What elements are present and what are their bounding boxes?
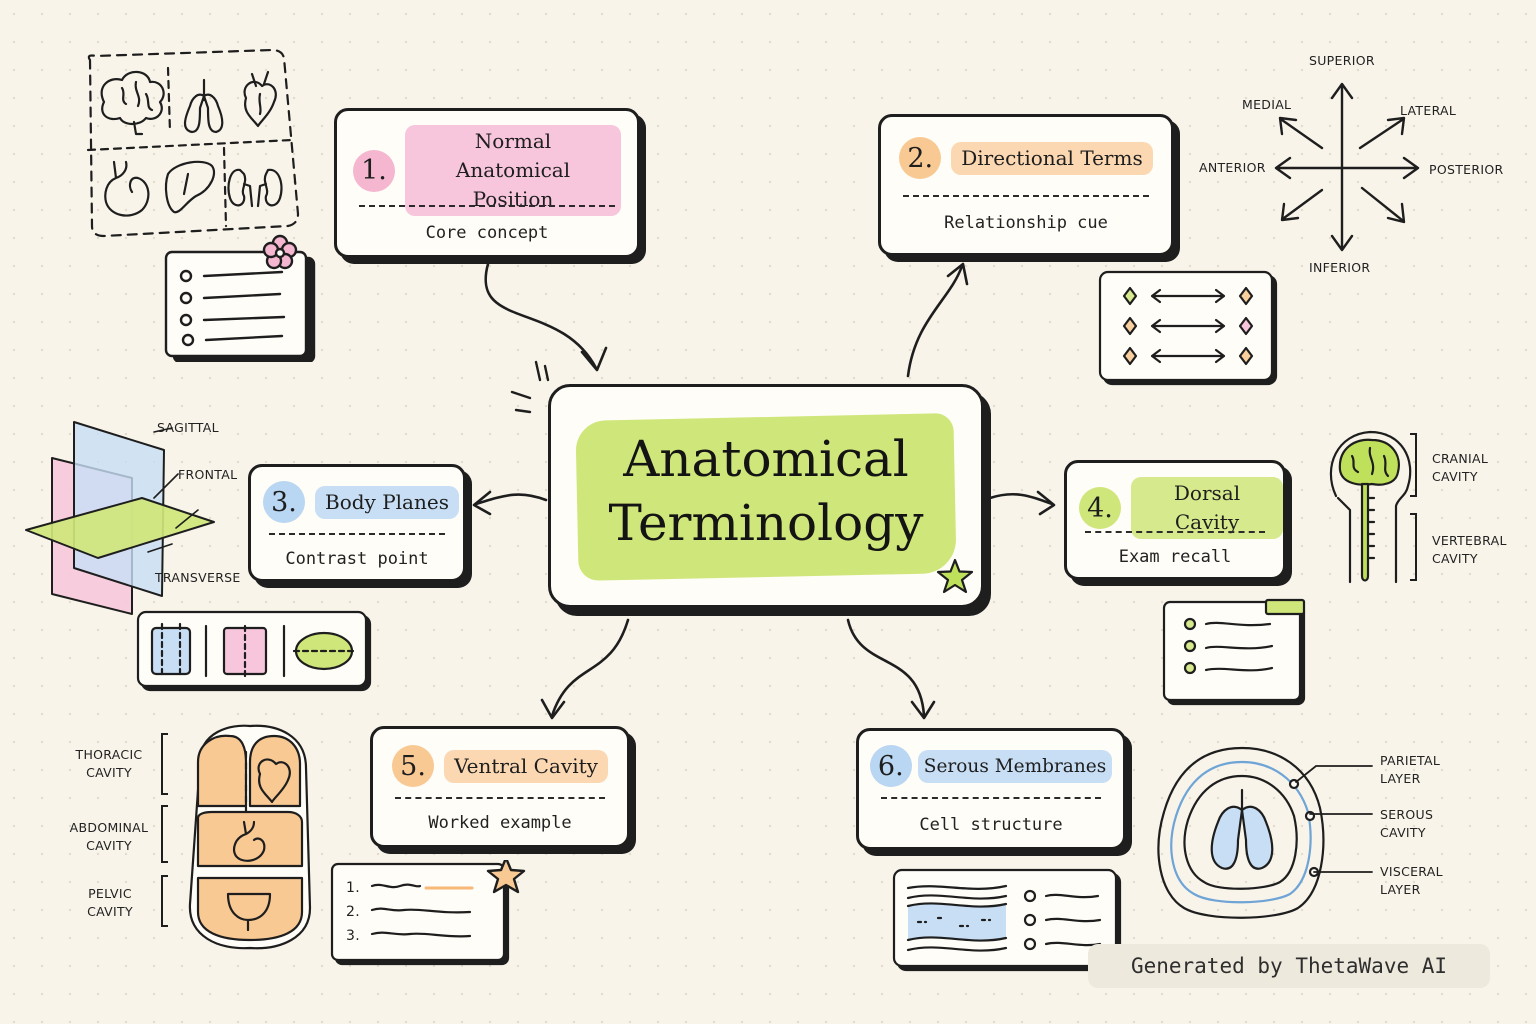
ventral-cavity-illustration [188,724,312,950]
label-posterior: POSTERIOR [1429,162,1504,177]
topic-card-body-planes[interactable]: 3. Body Planes Contrast point [248,464,466,582]
label-anterior: ANTERIOR [1199,160,1266,175]
topic-title: Body Planes [315,485,459,519]
brain-icon [100,70,165,136]
label-visceral-layer: VISCERAL LAYER [1380,864,1443,897]
topic-card-dorsal-cavity[interactable]: 4. Dorsal Cavity Exam recall [1064,460,1286,580]
label-sagittal: SAGITTAL [157,420,219,435]
topic-subtitle: Contrast point [285,549,429,569]
direction-compass [1274,82,1420,252]
heart-icon [243,70,277,128]
topic-card-directional-terms[interactable]: 2. Directional Terms Relationship cue [878,114,1174,256]
checklist-card [164,234,316,362]
topic-number: 4. [1079,487,1121,529]
dorsal-cavity-illustration [1329,430,1412,584]
label-vertebral-cavity: VERTEBRAL CAVITY [1432,533,1507,566]
topic-title: Dorsal Cavity [1131,477,1283,539]
topic-title: Ventral Cavity [444,749,608,783]
topic-number: 1. [353,149,395,192]
list-number-1: 1. [346,880,360,896]
organ-grid [86,48,300,238]
topic-title: Normal Anatomical Position [405,125,621,216]
arrow-to-5 [550,618,630,718]
topic-subtitle: Core concept [425,223,549,243]
topic-title: Serous Membranes [917,749,1113,783]
arrow-to-3 [474,493,548,506]
watermark: Generated by ThetaWave AI [1088,944,1490,988]
central-topic-card: Anatomical Terminology [548,384,984,608]
flower-icon [262,234,298,270]
label-frontal: FRONTAL [178,467,238,482]
topic-subtitle: Relationship cue [944,213,1108,233]
arrow-to-4 [988,492,1054,506]
ventral-brackets [161,733,168,927]
list-number-2: 2. [346,904,360,920]
serous-leader-lines [1295,765,1373,873]
star-icon [486,860,526,894]
liver-icon [164,160,216,214]
topic-card-ventral-cavity[interactable]: 5. Ventral Cavity Worked example [370,726,630,848]
label-lateral: LATERAL [1400,103,1457,118]
central-title: Anatomical Terminology [608,430,924,552]
kidneys-icon [227,168,283,208]
label-inferior: INFERIOR [1309,260,1371,275]
topic-number: 6. [869,745,912,787]
stomach-icon [104,160,150,217]
topic-number: 5. [392,745,435,787]
lungs-icon [183,78,224,134]
plane-thumbnails-card [136,610,372,692]
topic-number: 2. [899,137,942,179]
topic-card-normal-anatomical-position[interactable]: 1. Normal Anatomical Position Core conce… [334,108,640,258]
topic-subtitle: Cell structure [919,815,1063,835]
label-cranial-cavity: CRANIAL CAVITY [1432,451,1489,484]
label-medial: MEDIAL [1242,97,1292,112]
topic-card-serous-membranes[interactable]: 6. Serous Membranes Cell structure [856,728,1126,850]
star-icon [936,558,974,594]
list-number-3: 3. [346,928,360,944]
label-pelvic-cavity: PELVIC CAVITY [87,886,133,919]
heart-icon [257,758,291,804]
label-abdominal-cavity: ABDOMINAL CAVITY [69,820,149,853]
topic-subtitle: Worked example [428,813,572,833]
label-thoracic-cavity: THORACIC CAVITY [75,747,143,780]
topic-subtitle: Exam recall [1118,547,1232,567]
label-parietal-layer: PARIETAL LAYER [1380,753,1441,786]
direction-pairs-card [1098,270,1278,386]
arrow-to-center-from-1 [484,262,598,370]
label-transverse: TRANSVERSE [155,570,241,585]
dorsal-brackets [1410,433,1417,581]
topic-number: 3. [263,481,305,523]
topic-title: Directional Terms [951,141,1153,175]
stomach-icon [233,820,266,862]
arrow-to-6 [846,618,926,718]
cell-structure-card [892,868,1122,972]
arrow-to-2 [906,264,964,378]
label-serous-cavity: SEROUS CAVITY [1380,807,1434,840]
label-superior: SUPERIOR [1309,53,1375,68]
recall-card [1162,598,1306,706]
worked-example-card: 1. 2. 3. [330,860,526,966]
body-planes-illustration [25,421,215,615]
